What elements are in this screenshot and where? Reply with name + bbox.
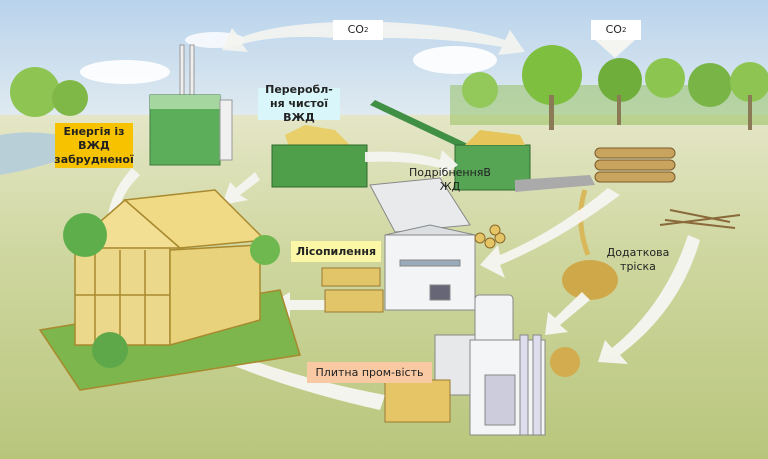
power-plant: [149, 44, 233, 166]
lumber-stack: [321, 267, 384, 313]
log-pile: [594, 147, 676, 183]
cloud: [413, 46, 497, 74]
timber-house: [38, 189, 301, 391]
bush: [63, 213, 107, 257]
recycling-container: [271, 125, 368, 188]
panel-industry-label: Плитна пром-вість: [307, 362, 432, 383]
extra-chips-label: Додаткова тріска: [606, 246, 670, 273]
board-stack: [384, 379, 451, 423]
panel-plant: [434, 294, 546, 436]
arrow: [222, 172, 260, 205]
arrow: [200, 340, 385, 410]
shredder: [370, 100, 595, 192]
co2-arrow-down: [595, 40, 635, 58]
arrow: [108, 168, 140, 215]
branches: [659, 209, 741, 229]
chip-pile: [562, 260, 618, 300]
co2-arrow-right: [383, 22, 525, 55]
cloud: [80, 60, 170, 84]
energy-label: Енергія із ВЖД забрудненої: [54, 123, 134, 168]
shredding-label: ПодрібненняВ ЖД: [409, 166, 491, 193]
sawmill-label: Лісопилення: [291, 241, 381, 262]
arrow: [480, 188, 620, 278]
forest: [10, 45, 768, 130]
bush: [250, 235, 280, 265]
arrow: [365, 150, 458, 178]
chip-pile-small: [550, 347, 580, 377]
bush: [92, 332, 128, 368]
sawmill: [369, 177, 506, 311]
co2-arrow-left: [222, 22, 335, 52]
arrow: [545, 292, 590, 335]
recycling-label: Переробл-ня чистої ВЖД: [258, 83, 340, 124]
arrow: [598, 235, 700, 364]
